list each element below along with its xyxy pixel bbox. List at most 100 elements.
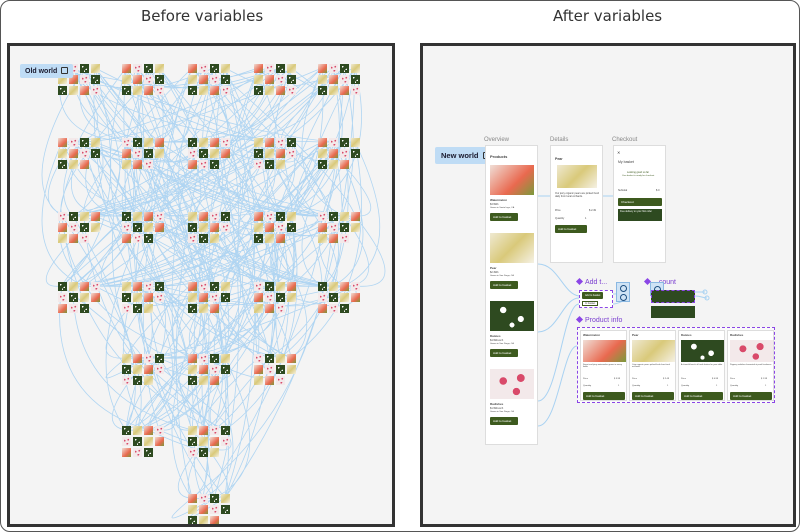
frame-thumbnail[interactable]	[254, 354, 263, 363]
frame-thumbnail[interactable]	[69, 223, 78, 232]
frame-thumbnail[interactable]	[122, 293, 131, 302]
frame-thumbnail[interactable]	[133, 223, 142, 232]
product-image[interactable]	[490, 301, 534, 331]
frame-thumbnail[interactable]	[144, 448, 153, 457]
frame-thumbnail[interactable]	[155, 354, 164, 363]
frame-thumbnail[interactable]	[318, 160, 327, 169]
frame-thumbnail[interactable]	[58, 160, 67, 169]
frame-thumbnail[interactable]	[58, 75, 67, 84]
frame-thumbnail[interactable]	[254, 75, 263, 84]
frame-thumbnail[interactable]	[329, 149, 338, 158]
frame-thumbnail[interactable]	[221, 437, 230, 446]
frame-thumbnail[interactable]	[221, 426, 230, 435]
frame-thumbnail[interactable]	[122, 149, 131, 158]
interaction-node[interactable]	[616, 282, 630, 302]
frame-thumbnail[interactable]	[221, 86, 230, 95]
frame-thumbnail[interactable]	[210, 86, 219, 95]
frame-thumbnail[interactable]	[351, 75, 360, 84]
frame-thumbnail[interactable]	[210, 376, 219, 385]
frame-thumbnail[interactable]	[254, 160, 263, 169]
frame-thumbnail[interactable]	[276, 223, 285, 232]
frame-thumbnail[interactable]	[221, 505, 230, 514]
frame-thumbnail[interactable]	[69, 64, 78, 73]
frame-thumbnail[interactable]	[188, 64, 197, 73]
frame-thumbnail[interactable]	[340, 223, 349, 232]
frame-thumbnail[interactable]	[155, 64, 164, 73]
frame-thumbnail[interactable]	[221, 494, 230, 503]
frame-thumbnail[interactable]	[351, 138, 360, 147]
product-info-variant[interactable]: Pear Crisp organic pears picked fresh fr…	[629, 330, 676, 401]
product-info-add-button[interactable]: Add to basket	[632, 392, 674, 400]
frame-thumbnail[interactable]	[188, 354, 197, 363]
frame-thumbnail[interactable]	[340, 212, 349, 221]
frame-thumbnail[interactable]	[351, 86, 360, 95]
frame-thumbnail[interactable]	[91, 223, 100, 232]
frame-thumbnail[interactable]	[265, 138, 274, 147]
frame-thumbnail[interactable]	[69, 138, 78, 147]
product-image[interactable]	[490, 165, 534, 195]
frame-thumbnail[interactable]	[276, 354, 285, 363]
frame-thumbnail[interactable]	[199, 304, 208, 313]
frame-thumbnail[interactable]	[80, 149, 89, 158]
checkout-button[interactable]: Checkout	[618, 198, 662, 206]
frame-thumbnail[interactable]	[91, 75, 100, 84]
frame-thumbnail[interactable]	[221, 138, 230, 147]
frame-thumbnail[interactable]	[188, 516, 197, 524]
checkout-frame[interactable]: ✕ My basket Looking good so far Your bas…	[613, 145, 666, 263]
frame-thumbnail[interactable]	[210, 437, 219, 446]
frame-thumbnail[interactable]	[144, 149, 153, 158]
frame-thumbnail[interactable]	[144, 354, 153, 363]
product-info-variant[interactable]: Watermelon Sweet and juicy watermelon gr…	[580, 330, 627, 401]
frame-thumbnail[interactable]	[122, 64, 131, 73]
frame-thumbnail[interactable]	[276, 149, 285, 158]
frame-thumbnail[interactable]	[254, 376, 263, 385]
frame-thumbnail[interactable]	[133, 212, 142, 221]
frame-thumbnail[interactable]	[144, 234, 153, 243]
frame-thumbnail[interactable]	[69, 212, 78, 221]
frame-thumbnail[interactable]	[122, 234, 131, 243]
frame-thumbnail[interactable]	[58, 223, 67, 232]
frame-thumbnail[interactable]	[58, 149, 67, 158]
frame-thumbnail[interactable]	[155, 138, 164, 147]
frame-thumbnail[interactable]	[69, 86, 78, 95]
frame-thumbnail[interactable]	[265, 64, 274, 73]
frame-thumbnail[interactable]	[254, 365, 263, 374]
frame-thumbnail[interactable]	[199, 494, 208, 503]
frame-thumbnail[interactable]	[329, 64, 338, 73]
frame-thumbnail[interactable]	[58, 304, 67, 313]
frame-thumbnail[interactable]	[340, 293, 349, 302]
frame-thumbnail[interactable]	[340, 64, 349, 73]
frame-thumbnail[interactable]	[287, 75, 296, 84]
frame-thumbnail[interactable]	[329, 234, 338, 243]
frame-thumbnail[interactable]	[133, 437, 142, 446]
frame-thumbnail[interactable]	[133, 426, 142, 435]
frame-thumbnail[interactable]	[188, 223, 197, 232]
frame-thumbnail[interactable]	[318, 212, 327, 221]
frame-thumbnail[interactable]	[351, 149, 360, 158]
frame-thumbnail[interactable]	[318, 75, 327, 84]
frame-thumbnail[interactable]	[188, 426, 197, 435]
frame-thumbnail[interactable]	[58, 293, 67, 302]
frame-thumbnail[interactable]	[221, 365, 230, 374]
frame-thumbnail[interactable]	[91, 138, 100, 147]
frame-thumbnail[interactable]	[276, 138, 285, 147]
frame-thumbnail[interactable]	[155, 149, 164, 158]
frame-thumbnail[interactable]	[199, 138, 208, 147]
frame-thumbnail[interactable]	[199, 505, 208, 514]
frame-thumbnail[interactable]	[265, 234, 274, 243]
frame-thumbnail[interactable]	[69, 149, 78, 158]
frame-thumbnail[interactable]	[122, 138, 131, 147]
frame-thumbnail[interactable]	[287, 293, 296, 302]
frame-thumbnail[interactable]	[199, 426, 208, 435]
discount-banner-variant[interactable]	[651, 290, 695, 303]
frame-thumbnail[interactable]	[144, 160, 153, 169]
frame-thumbnail[interactable]	[265, 149, 274, 158]
frame-thumbnail[interactable]	[351, 223, 360, 232]
frame-thumbnail[interactable]	[188, 86, 197, 95]
frame-thumbnail[interactable]	[210, 75, 219, 84]
frame-thumbnail[interactable]	[265, 293, 274, 302]
frame-thumbnail[interactable]	[254, 64, 263, 73]
frame-thumbnail[interactable]	[188, 293, 197, 302]
frame-thumbnail[interactable]	[221, 223, 230, 232]
frame-thumbnail[interactable]	[122, 354, 131, 363]
